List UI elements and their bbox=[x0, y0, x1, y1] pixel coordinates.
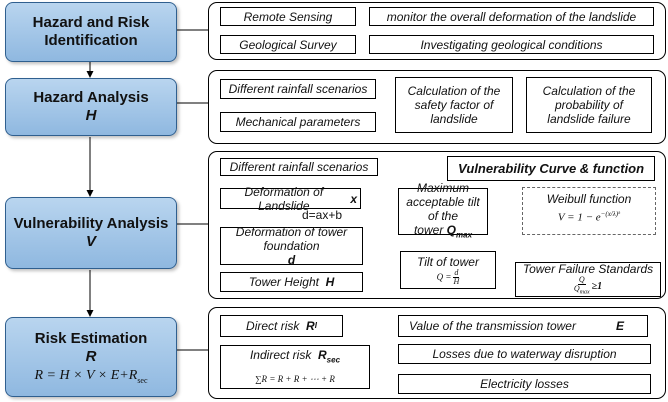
weibull-label: Weibull function bbox=[546, 192, 632, 206]
geological-survey-box: Geological Survey bbox=[220, 35, 356, 54]
deformation-tower-var: d bbox=[287, 253, 296, 267]
deformation-landslide-box: Deformation of Landslide x bbox=[220, 185, 361, 213]
tower-value-label: Value of the transmission tower bbox=[409, 319, 576, 333]
tilt-formula: Q = d H bbox=[436, 267, 460, 286]
deformation-var: x bbox=[350, 191, 357, 206]
indirect-risk-sum: ∑R = R + R + ⋯ + R bbox=[255, 373, 335, 384]
tower-height-box: Tower Height H bbox=[220, 272, 363, 292]
tower-value-box: Value of the transmission tower E bbox=[398, 315, 648, 337]
investigating-conditions-box: Investigating geological conditions bbox=[369, 35, 654, 54]
tower-failure-standards-box: Tower Failure Standards Q Qmax ≥1 bbox=[515, 262, 661, 297]
standards-label: Tower Failure Standards bbox=[522, 262, 654, 277]
stage-title: Hazard Analysis bbox=[33, 89, 149, 106]
indirect-risk-label: Indirect risk Rsec bbox=[249, 348, 341, 365]
direct-risk-label: Direct risk bbox=[246, 319, 300, 333]
remote-sensing-box: Remote Sensing bbox=[220, 7, 356, 26]
failure-probability-box: Calculation of the probability of landsl… bbox=[526, 77, 652, 133]
stage-hazard-analysis: Hazard Analysis H bbox=[5, 78, 177, 136]
linear-relation: d=ax+b bbox=[302, 208, 343, 222]
tower-height-label: Tower Height bbox=[248, 275, 319, 289]
monitor-deformation-box: monitor the overall deformation of the l… bbox=[369, 7, 654, 26]
deformation-tower-box: Deformation of tower foundation d bbox=[220, 225, 363, 267]
stage-vulnerability-analysis: Vulnerability Analysis V bbox=[5, 197, 177, 269]
waterway-losses-box: Losses due to waterway disruption bbox=[398, 344, 651, 364]
indirect-risk-box: Indirect risk Rsec ∑R = R + R + ⋯ + R bbox=[220, 345, 370, 389]
weibull-box: Weibull function V = 1 − e−(x/λ)ᵏ bbox=[522, 187, 656, 235]
tilt-label: Tilt of tower bbox=[417, 254, 479, 269]
stage-hazard-risk-identification: Hazard and Risk Identification bbox=[5, 2, 177, 62]
deformation-landslide-label: Deformation of Landslide bbox=[244, 184, 324, 213]
stage-title-line2: Identification bbox=[44, 32, 138, 49]
stage-risk-estimation: Risk Estimation R R = H × V × E+Rsec bbox=[5, 317, 177, 397]
stage-symbol: H bbox=[85, 107, 97, 124]
standards-formula: Q Qmax ≥1 bbox=[573, 275, 603, 296]
vuln-rainfall-box: Different rainfall scenarios bbox=[220, 158, 378, 176]
vulnerability-curve-box: Vulnerability Curve & function bbox=[447, 156, 655, 181]
tower-height-var: H bbox=[325, 275, 335, 289]
stage-symbol: R bbox=[85, 347, 97, 365]
electricity-losses-box: Electricity losses bbox=[398, 374, 651, 394]
tower-value-var: E bbox=[615, 319, 624, 333]
stage-title: Risk Estimation bbox=[34, 329, 148, 347]
stage-title: Vulnerability Analysis bbox=[13, 215, 169, 232]
risk-formula: R = H × V × E+Rsec bbox=[34, 367, 148, 385]
safety-factor-box: Calculation of the safety factor of land… bbox=[395, 77, 513, 133]
rainfall-scenarios-box: Different rainfall scenarios bbox=[220, 79, 376, 99]
stage-symbol: V bbox=[85, 233, 96, 250]
mechanical-parameters-box: Mechanical parameters bbox=[220, 112, 376, 132]
tilt-of-tower-box: Tilt of tower Q = d H bbox=[400, 251, 496, 289]
max-tilt-text: Maximum acceptable tilt of the tower Qma… bbox=[406, 180, 480, 240]
stage-title-line1: Hazard and Risk bbox=[32, 14, 150, 31]
weibull-formula: V = 1 − e−(x/λ)ᵏ bbox=[557, 210, 621, 224]
deformation-tower-label: Deformation of tower foundation bbox=[235, 225, 348, 253]
max-tilt-box: Maximum acceptable tilt of the tower Qma… bbox=[398, 181, 488, 239]
